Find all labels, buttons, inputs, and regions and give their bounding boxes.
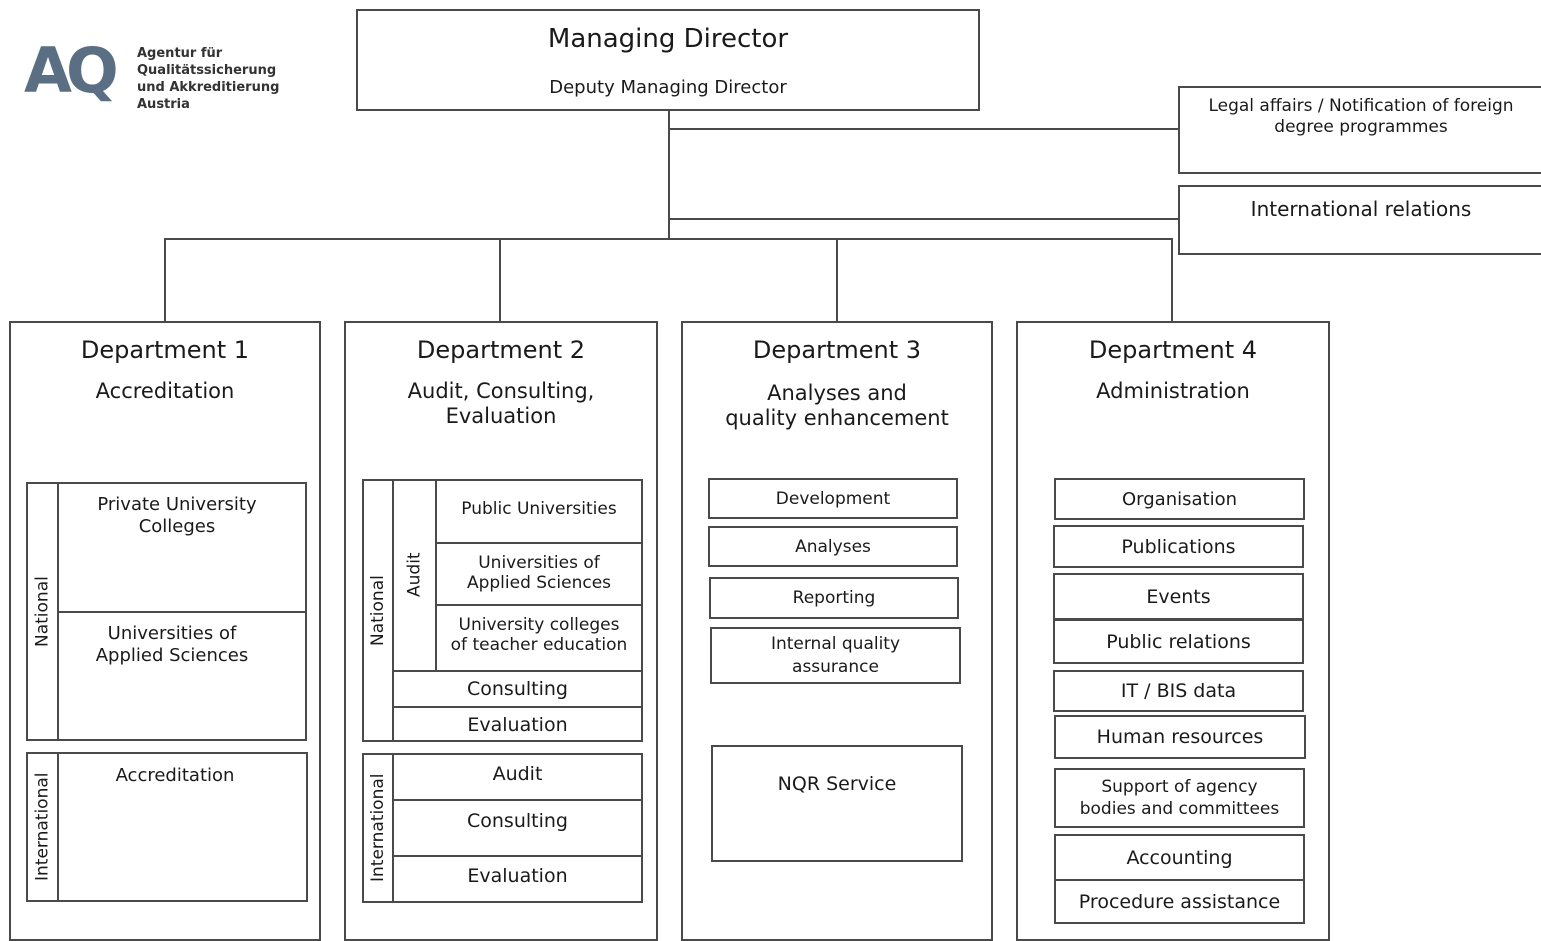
legal-affairs-label: Legal affairs / Notification of foreign … (1208, 96, 1514, 138)
dept2-audit-split-2 (435, 604, 643, 606)
department-3-focus: Analyses and quality enhancement (725, 381, 949, 431)
dept2-international-consulting: Consulting (467, 810, 568, 832)
dept3-internal-quality-assurance: Internal quality assurance (710, 627, 961, 684)
department-1-title: Department 1 (80, 336, 250, 364)
department-2-title: Department 2 (416, 336, 586, 364)
dept2-national-split-1 (392, 670, 643, 672)
department-1-focus: Accreditation (95, 379, 235, 403)
managing-director-box: Managing Director Deputy Managing Direct… (356, 9, 980, 111)
dept3-analyses: Analyses (708, 526, 958, 567)
dept2-public-universities: Public Universities (461, 499, 617, 519)
dept4-it-bis-data: IT / BIS data (1053, 670, 1304, 712)
dept2-international-split-1 (392, 799, 643, 801)
dept2-universities-applied-sciences: Universities of Applied Sciences (466, 553, 612, 594)
connector-dept1 (164, 238, 166, 322)
dept2-audit-divider (435, 479, 437, 671)
dept1-universities-applied-sciences: Universities of Applied Sciences (95, 623, 249, 666)
connector-legal (668, 128, 1178, 130)
dept1-national-split (57, 611, 307, 613)
dept3-development: Development (708, 478, 958, 519)
dept3-reporting: Reporting (709, 577, 959, 619)
logo-text: Agentur für Qualitätssicherung und Akkre… (137, 46, 279, 114)
managing-director-title: Managing Director (547, 24, 789, 54)
department-2-focus: Audit, Consulting, Evaluation (407, 379, 595, 429)
dept1-private-university-colleges: Private University Colleges (97, 494, 257, 537)
dept2-national-label: National (368, 575, 388, 646)
dept2-international-divider (392, 753, 394, 903)
connector-international (668, 218, 1178, 220)
dept2-international-label: International (368, 773, 388, 883)
dept2-national-divider (392, 479, 394, 742)
dept2-audit-label: Audit (404, 552, 425, 598)
dept2-university-colleges-teacher-education: University colleges of teacher education (450, 615, 628, 656)
dept3-nqr-service-box: NQR Service (711, 745, 963, 862)
dept4-events: Events (1053, 573, 1304, 620)
connector-main-vertical (668, 111, 670, 240)
dept2-audit-split-1 (435, 542, 643, 544)
dept1-international-accreditation: Accreditation (115, 765, 235, 786)
international-relations-box: International relations (1178, 185, 1541, 255)
dept2-international-group (362, 753, 643, 903)
dept1-international-divider (57, 752, 59, 902)
dept2-national-evaluation: Evaluation (467, 714, 568, 736)
dept4-publications: Publications (1053, 525, 1304, 568)
dept4-public-relations: Public relations (1053, 619, 1304, 664)
connector-dept2 (499, 238, 501, 322)
deputy-managing-director: Deputy Managing Director (549, 77, 787, 98)
logo-line-2: Qualitätssicherung (137, 62, 277, 78)
department-4-title: Department 4 (1088, 336, 1258, 364)
dept2-national-group (362, 479, 643, 742)
dept2-national-consulting: Consulting (467, 678, 568, 700)
dept1-international-group (26, 752, 308, 902)
dept4-support-agency-bodies: Support of agency bodies and committees (1054, 768, 1305, 828)
connector-dept3 (836, 238, 838, 322)
connector-departments-horizontal (164, 238, 1173, 240)
dept3-nqr-service: NQR Service (777, 773, 897, 795)
dept1-national-label: National (32, 576, 53, 647)
department-4-focus: Administration (1096, 379, 1250, 403)
logo-line-1: Agentur für (137, 46, 223, 61)
legal-affairs-box: Legal affairs / Notification of foreign … (1178, 86, 1541, 174)
logo-mark: AQ (24, 34, 119, 107)
dept4-accounting: Accounting (1054, 834, 1305, 881)
dept2-international-evaluation: Evaluation (467, 865, 568, 887)
logo: AQ Agentur für Qualitätssicherung und Ak… (24, 40, 294, 114)
logo-line-3: und Akkreditierung (137, 79, 280, 95)
dept4-human-resources: Human resources (1054, 715, 1306, 759)
dept2-international-split-2 (392, 855, 643, 857)
international-relations-label: International relations (1250, 197, 1472, 221)
dept2-international-audit: Audit (492, 763, 543, 785)
dept4-organisation: Organisation (1054, 478, 1305, 520)
department-3-title: Department 3 (752, 336, 922, 364)
dept4-procedure-assistance: Procedure assistance (1054, 879, 1305, 924)
dept1-international-label: International (32, 772, 53, 882)
logo-line-4: Austria (137, 96, 190, 112)
connector-dept4 (1171, 238, 1173, 322)
dept2-national-split-2 (392, 706, 643, 708)
